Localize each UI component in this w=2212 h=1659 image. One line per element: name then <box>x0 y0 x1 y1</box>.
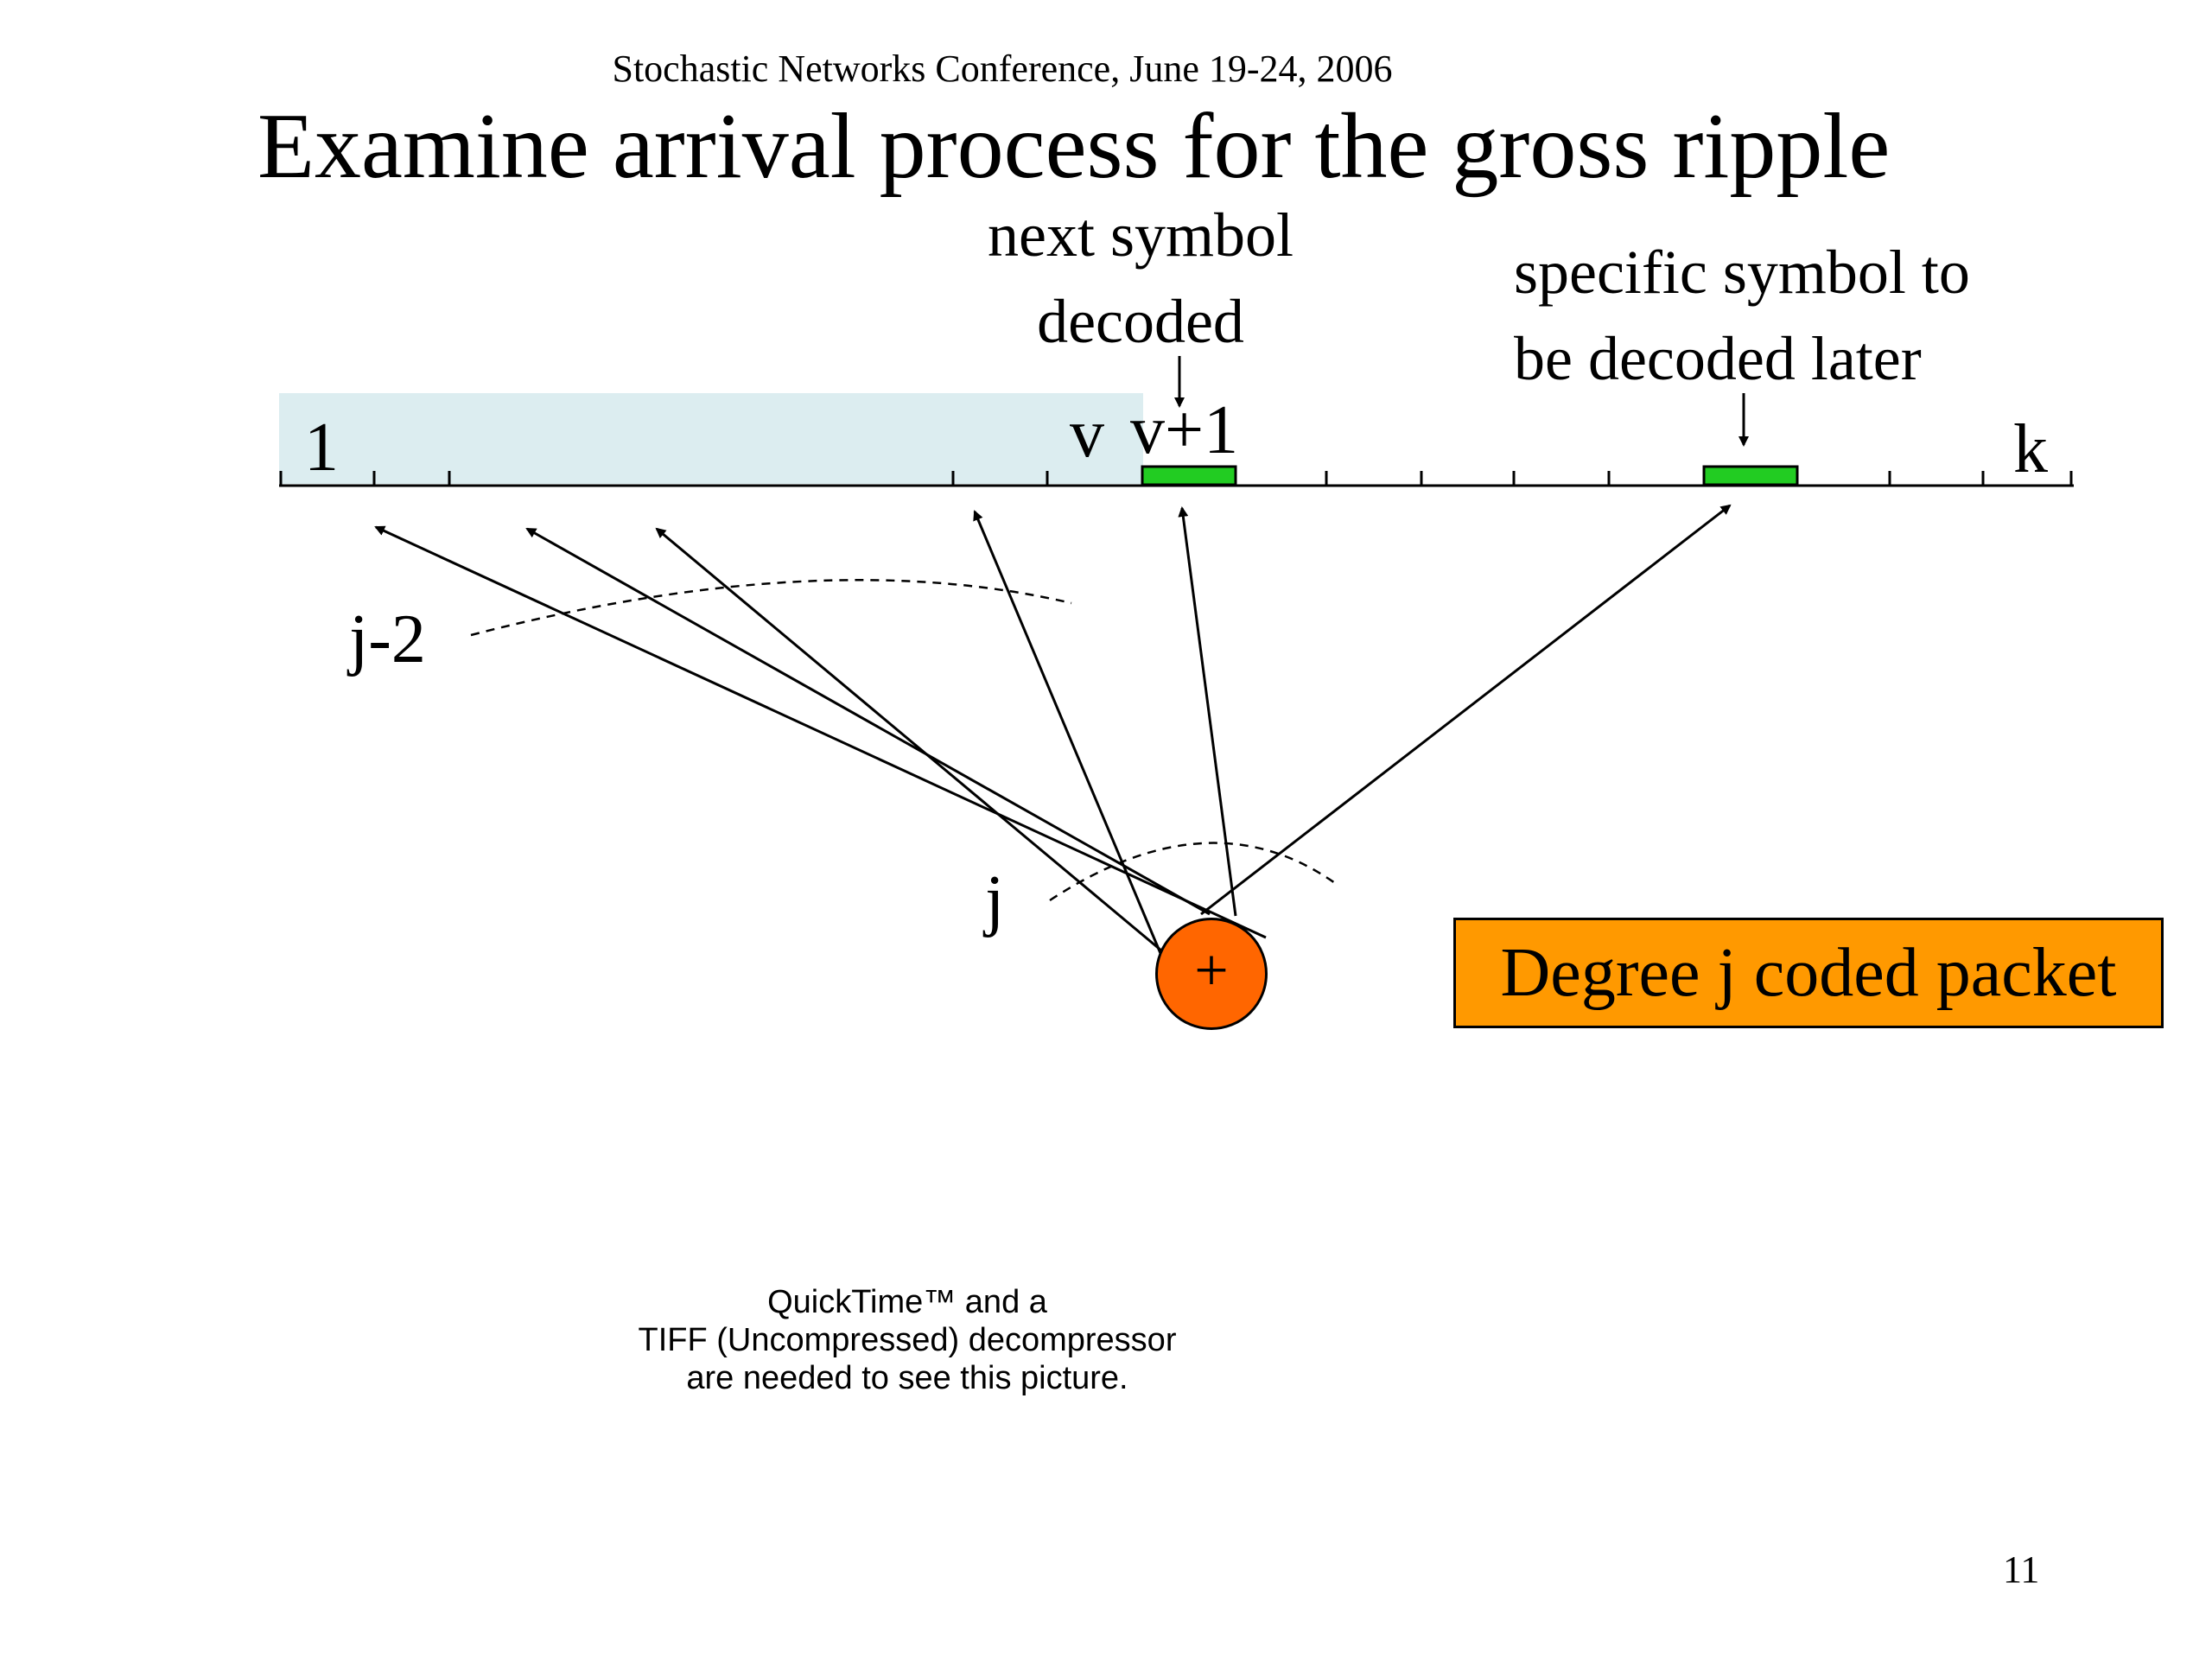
missing-picture-line-1: QuickTime™ and a <box>767 1284 1047 1320</box>
edge-to-symbol-3 <box>525 527 1211 916</box>
edge-to-symbol-v-plus-1 <box>1178 506 1237 917</box>
next-symbol-marker <box>1141 465 1237 486</box>
decoded-region <box>279 393 1143 484</box>
axis-label-first: 1 <box>304 410 339 486</box>
edge-to-symbol-4 <box>655 527 1167 957</box>
missing-picture-line-3: are needed to see this picture. <box>686 1360 1128 1396</box>
next-symbol-label-line-2: decoded <box>1037 287 1244 356</box>
plus-icon: + <box>1194 938 1229 1004</box>
axis-label-k: k <box>2013 411 2048 487</box>
specific-symbol-marker <box>1702 465 1799 486</box>
next-symbol-label: next symbol decoded <box>942 192 1339 365</box>
specific-symbol-label-line-1: specific symbol to <box>1514 238 1970 307</box>
specific-symbol-label: specific symbol to be decoded later <box>1514 229 2067 402</box>
axis-ticks <box>279 471 2073 486</box>
next-symbol-label-line-1: next symbol <box>988 200 1294 270</box>
missing-picture-line-2: TIFF (Uncompressed) decompressor <box>638 1322 1177 1358</box>
j-arc <box>1049 842 1336 902</box>
slide-title: Examine arrival process for the gross ri… <box>257 95 1891 198</box>
axis-label-v-plus-1: v+1 <box>1130 392 1239 468</box>
page-number: 11 <box>2003 1548 2040 1591</box>
edge-to-specific-symbol <box>1200 504 1732 916</box>
j-minus-2-arc <box>470 579 1072 637</box>
edge-to-symbol-2 <box>374 525 1267 939</box>
axis-label-v: v <box>1070 396 1104 472</box>
coded-packet-node: + <box>1155 918 1268 1030</box>
edge-to-symbol-v-minus-1 <box>973 510 1164 958</box>
edge-label-j: j <box>985 862 1005 938</box>
edge-label-j-minus-2: j-2 <box>349 601 426 677</box>
packet-label-box: Degree j coded packet <box>1453 918 2164 1028</box>
missing-picture-notice: QuickTime™ and a TIFF (Uncompressed) dec… <box>553 1283 1262 1397</box>
packet-label: Degree j coded packet <box>1500 935 2117 1011</box>
specific-symbol-label-line-2: be decoded later <box>1514 324 1922 393</box>
conference-header: Stochastic Networks Conference, June 19-… <box>612 48 1393 90</box>
